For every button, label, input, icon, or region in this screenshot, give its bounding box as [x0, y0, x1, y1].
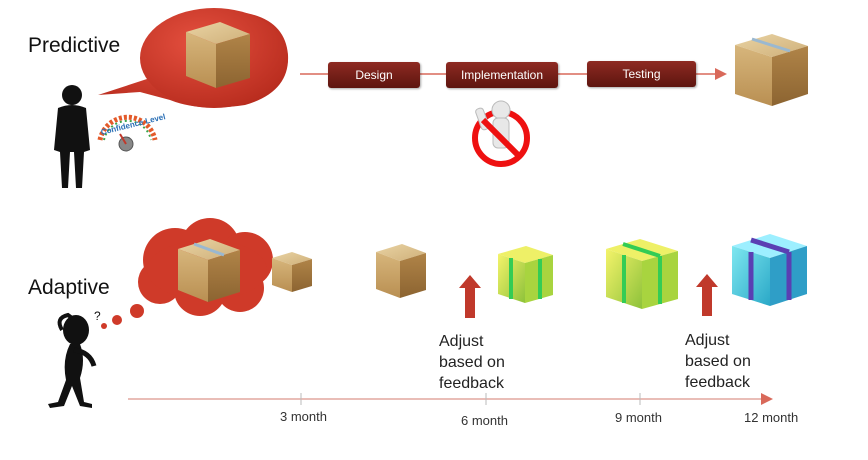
thinking-figure: ?	[48, 309, 101, 408]
timeline-label-12-month: 12 month	[744, 410, 799, 425]
final-box-predictive	[735, 34, 808, 106]
timeline-label-3-month: 3 month	[280, 409, 327, 424]
feedback-1-line-1: Adjust	[439, 333, 484, 350]
feedback-2-line-1: Adjust	[685, 332, 730, 349]
box-small-1	[272, 252, 312, 292]
feedback-text-2: Adjust based on feedback	[685, 330, 751, 393]
gift-box-yellow-2	[606, 239, 678, 309]
feedback-2-line-2: based on	[685, 353, 751, 370]
timeline-label-6-month: 6 month	[461, 413, 508, 428]
predictive-title: Predictive	[28, 34, 121, 57]
confidence-gauge-icon	[97, 114, 158, 152]
feedback-1-line-2: based on	[439, 354, 505, 371]
gift-box-cyan	[732, 234, 807, 306]
feedback-arrow-1	[459, 275, 481, 318]
box-in-cloud	[178, 239, 240, 302]
gift-box-yellow-1	[498, 246, 553, 303]
phase-design: Design	[328, 62, 420, 88]
phase-implementation: Implementation	[446, 62, 558, 88]
feedback-2-line-3: feedback	[685, 374, 750, 391]
box-in-bubble	[186, 22, 250, 88]
phase-testing: Testing	[587, 61, 696, 87]
adaptive-title: Adaptive	[28, 276, 110, 299]
box-small-2	[376, 244, 426, 298]
feedback-1-line-3: feedback	[439, 375, 504, 392]
svg-text:?: ?	[94, 309, 101, 323]
feedback-arrow-2	[696, 274, 718, 316]
person-silhouette	[54, 85, 90, 188]
prohibited-icon	[472, 100, 530, 167]
timeline-label-9-month: 9 month	[615, 410, 662, 425]
feedback-text-1: Adjust based on feedback	[439, 331, 505, 394]
